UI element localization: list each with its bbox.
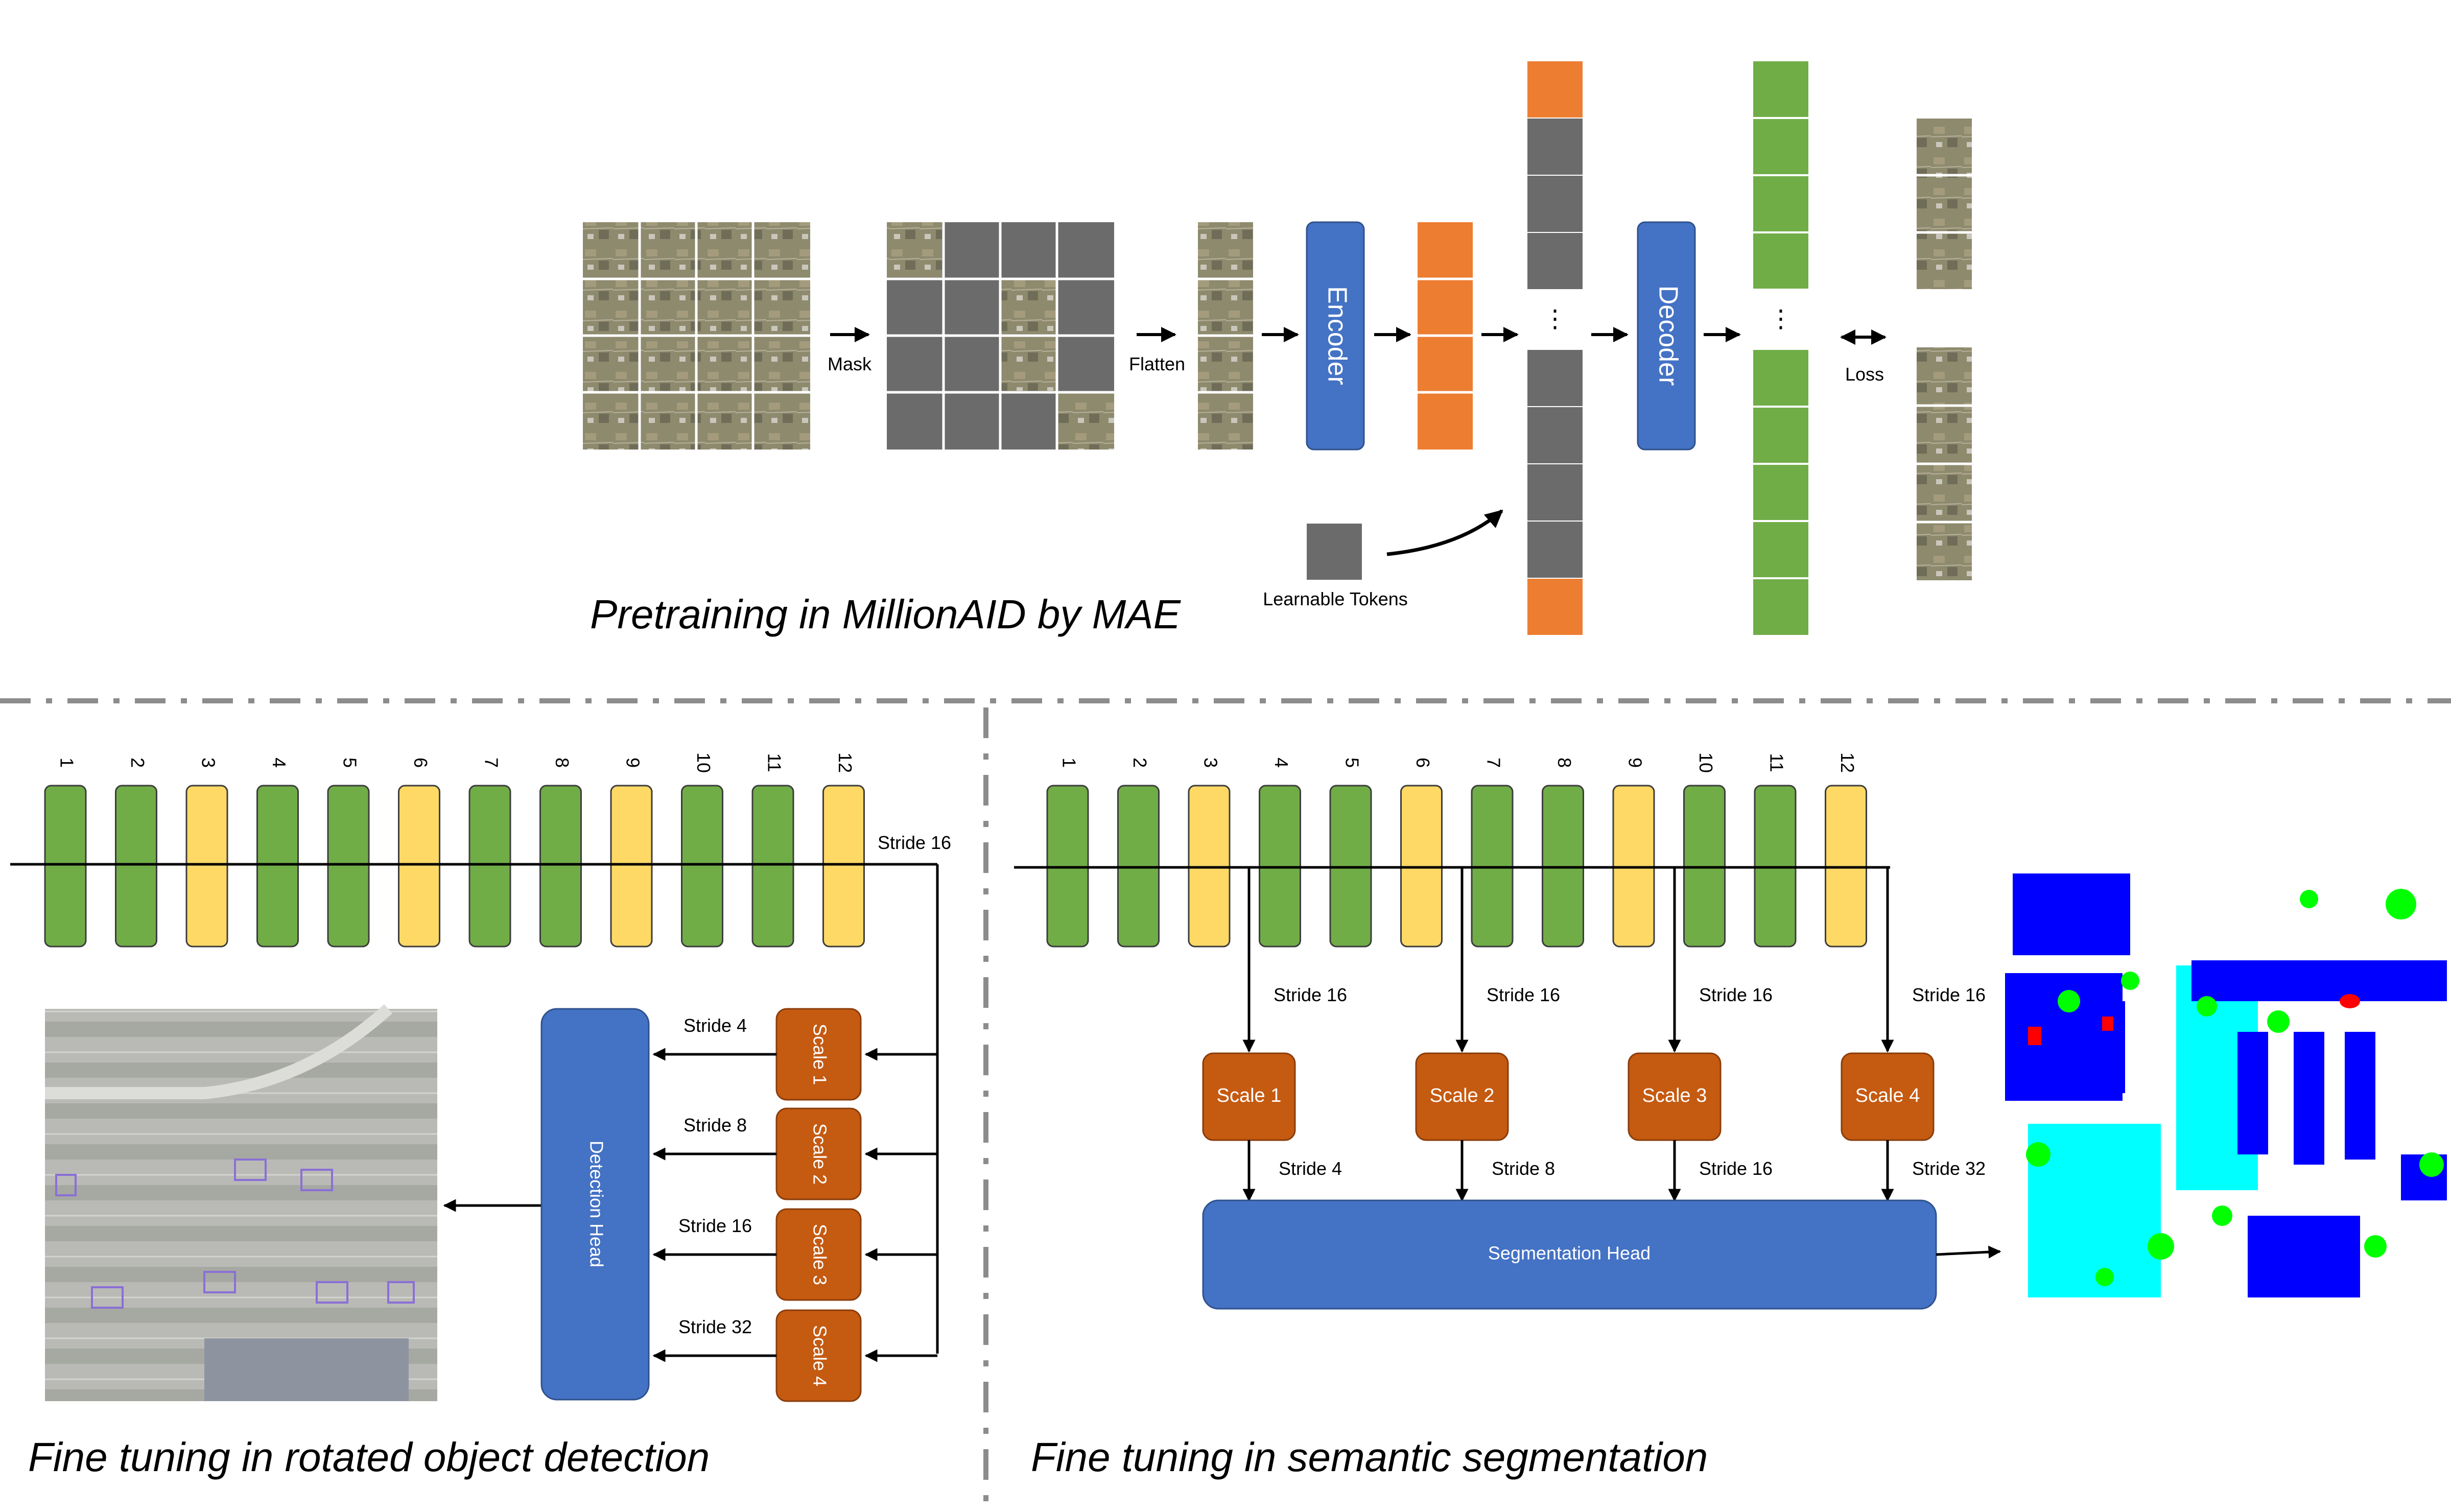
detection-layer-label: 8 xyxy=(552,758,573,768)
mask-label: Mask xyxy=(828,353,872,374)
encoder-block xyxy=(1306,221,1365,451)
detection-head-label: Detection Head xyxy=(586,1141,607,1267)
flatten-label: Flatten xyxy=(1129,353,1185,374)
segmentation-layer-label: 1 xyxy=(1058,758,1079,768)
detection-layer-label: 2 xyxy=(127,758,148,768)
detection-layer-4 xyxy=(256,785,299,948)
segmentation-tap-stride: Stride 16 xyxy=(1487,984,1560,1005)
segmentation-title: Fine tuning in semantic segmentation xyxy=(1031,1434,1708,1480)
detection-layer-1 xyxy=(44,785,87,948)
segmentation-layer-label: 9 xyxy=(1624,758,1645,768)
detection-layer-12 xyxy=(822,785,865,948)
detection-layer-10 xyxy=(681,785,723,948)
segmentation-tap-stride: Stride 16 xyxy=(1699,984,1773,1005)
segmentation-out-stride: Stride 32 xyxy=(1912,1158,1986,1179)
segmentation-layer-label: 8 xyxy=(1554,758,1575,768)
decoded-ellipsis: ⋮ xyxy=(1769,305,1793,333)
segmentation-out-stride: Stride 16 xyxy=(1699,1158,1773,1179)
detection-layer-3 xyxy=(185,785,228,948)
pretraining-title: Pretraining in MillionAID by MAE xyxy=(590,592,1182,637)
segmentation-layer-label: 11 xyxy=(1766,753,1787,772)
detection-layer-8 xyxy=(539,785,582,948)
decoder-block xyxy=(1637,221,1696,451)
learnable-tokens-label: Learnable Tokens xyxy=(1263,588,1408,609)
segmentation-map xyxy=(2005,868,2451,1308)
target-patches xyxy=(1917,119,1972,580)
detection-layer-label: 3 xyxy=(198,758,219,768)
detection-head xyxy=(540,1008,650,1401)
segmentation-taps: Stride 16 Scale 1 Stride 4 Stride 16 Scale 2… xyxy=(1202,867,1986,1202)
segmentation-layer-label: 3 xyxy=(1200,758,1221,768)
detection-layer-5 xyxy=(327,785,370,948)
segmentation-scale-label: Scale 4 xyxy=(1855,1085,1920,1106)
detection-layer-label: 12 xyxy=(835,752,856,773)
segmentation-layer-label: 12 xyxy=(1837,752,1858,773)
segmentation-tap-stride: Stride 16 xyxy=(1274,984,1347,1005)
learnable-token xyxy=(1307,524,1362,580)
input-image-grid xyxy=(583,222,810,450)
masked-image-grid xyxy=(887,222,1114,450)
detection-stride-label: Stride 16 xyxy=(678,1215,752,1236)
detection-layer-6 xyxy=(398,785,440,948)
full-token-sequence xyxy=(1527,61,1583,635)
encoder-label: Encoder xyxy=(1322,286,1352,385)
detection-scale-label: Scale 2 xyxy=(809,1123,830,1185)
detection-layer-label: 5 xyxy=(339,758,360,768)
segmentation-layer-label: 6 xyxy=(1412,758,1433,768)
detection-layer-2 xyxy=(115,785,157,948)
encoded-tokens xyxy=(1418,222,1473,450)
detection-stride-label: Stride 4 xyxy=(684,1015,747,1036)
detection-layer-11 xyxy=(751,785,794,948)
detection-scale-label: Scale 1 xyxy=(809,1024,830,1085)
detection-scales: Scale 1 Stride 4 Scale 2 Stride 8 Scale 3 Str… xyxy=(652,1008,937,1402)
segmentation-head-label: Segmentation Head xyxy=(1488,1243,1651,1264)
segmentation-layer-label: 10 xyxy=(1695,752,1716,773)
segmentation-scale-label: Scale 3 xyxy=(1642,1085,1707,1106)
detection-layer-label: 10 xyxy=(693,752,714,773)
segmentation-out-stride: Stride 4 xyxy=(1279,1158,1342,1179)
detection-stride-out: Stride 16 xyxy=(878,832,951,853)
detection-layer-label: 1 xyxy=(56,758,77,768)
segmentation-layer-label: 4 xyxy=(1271,758,1292,768)
segmentation-layer-label: 5 xyxy=(1341,758,1362,768)
loss-label: Loss xyxy=(1845,364,1884,385)
decoder-label: Decoder xyxy=(1653,286,1683,386)
detection-layer-label: 6 xyxy=(410,758,431,768)
detection-layer-9 xyxy=(610,785,653,948)
segmentation-scale-label: Scale 2 xyxy=(1430,1085,1495,1106)
detection-layer-label: 4 xyxy=(269,758,290,768)
detection-layer-7 xyxy=(468,785,511,948)
detection-layer-label: 7 xyxy=(481,758,502,768)
detection-stride-label: Stride 32 xyxy=(678,1316,752,1337)
segmentation-layer-label: 2 xyxy=(1129,758,1150,768)
segmentation-scale-label: Scale 1 xyxy=(1217,1085,1282,1106)
flattened-patches xyxy=(1198,222,1253,450)
segmentation-out-stride: Stride 8 xyxy=(1492,1158,1555,1179)
segmentation-tap-stride: Stride 16 xyxy=(1912,984,1986,1005)
detection-scale-label: Scale 3 xyxy=(809,1224,830,1285)
detection-layer-label: 11 xyxy=(764,753,785,772)
detection-image xyxy=(45,1004,437,1401)
detection-scale-label: Scale 4 xyxy=(809,1325,830,1386)
token-ellipsis: ⋮ xyxy=(1543,305,1567,333)
detection-title: Fine tuning in rotated object detection xyxy=(28,1434,710,1480)
detection-stride-label: Stride 8 xyxy=(684,1115,747,1136)
detection-layer-label: 9 xyxy=(622,758,643,768)
decoded-tokens xyxy=(1753,61,1808,635)
segmentation-layer-label: 7 xyxy=(1483,758,1504,768)
